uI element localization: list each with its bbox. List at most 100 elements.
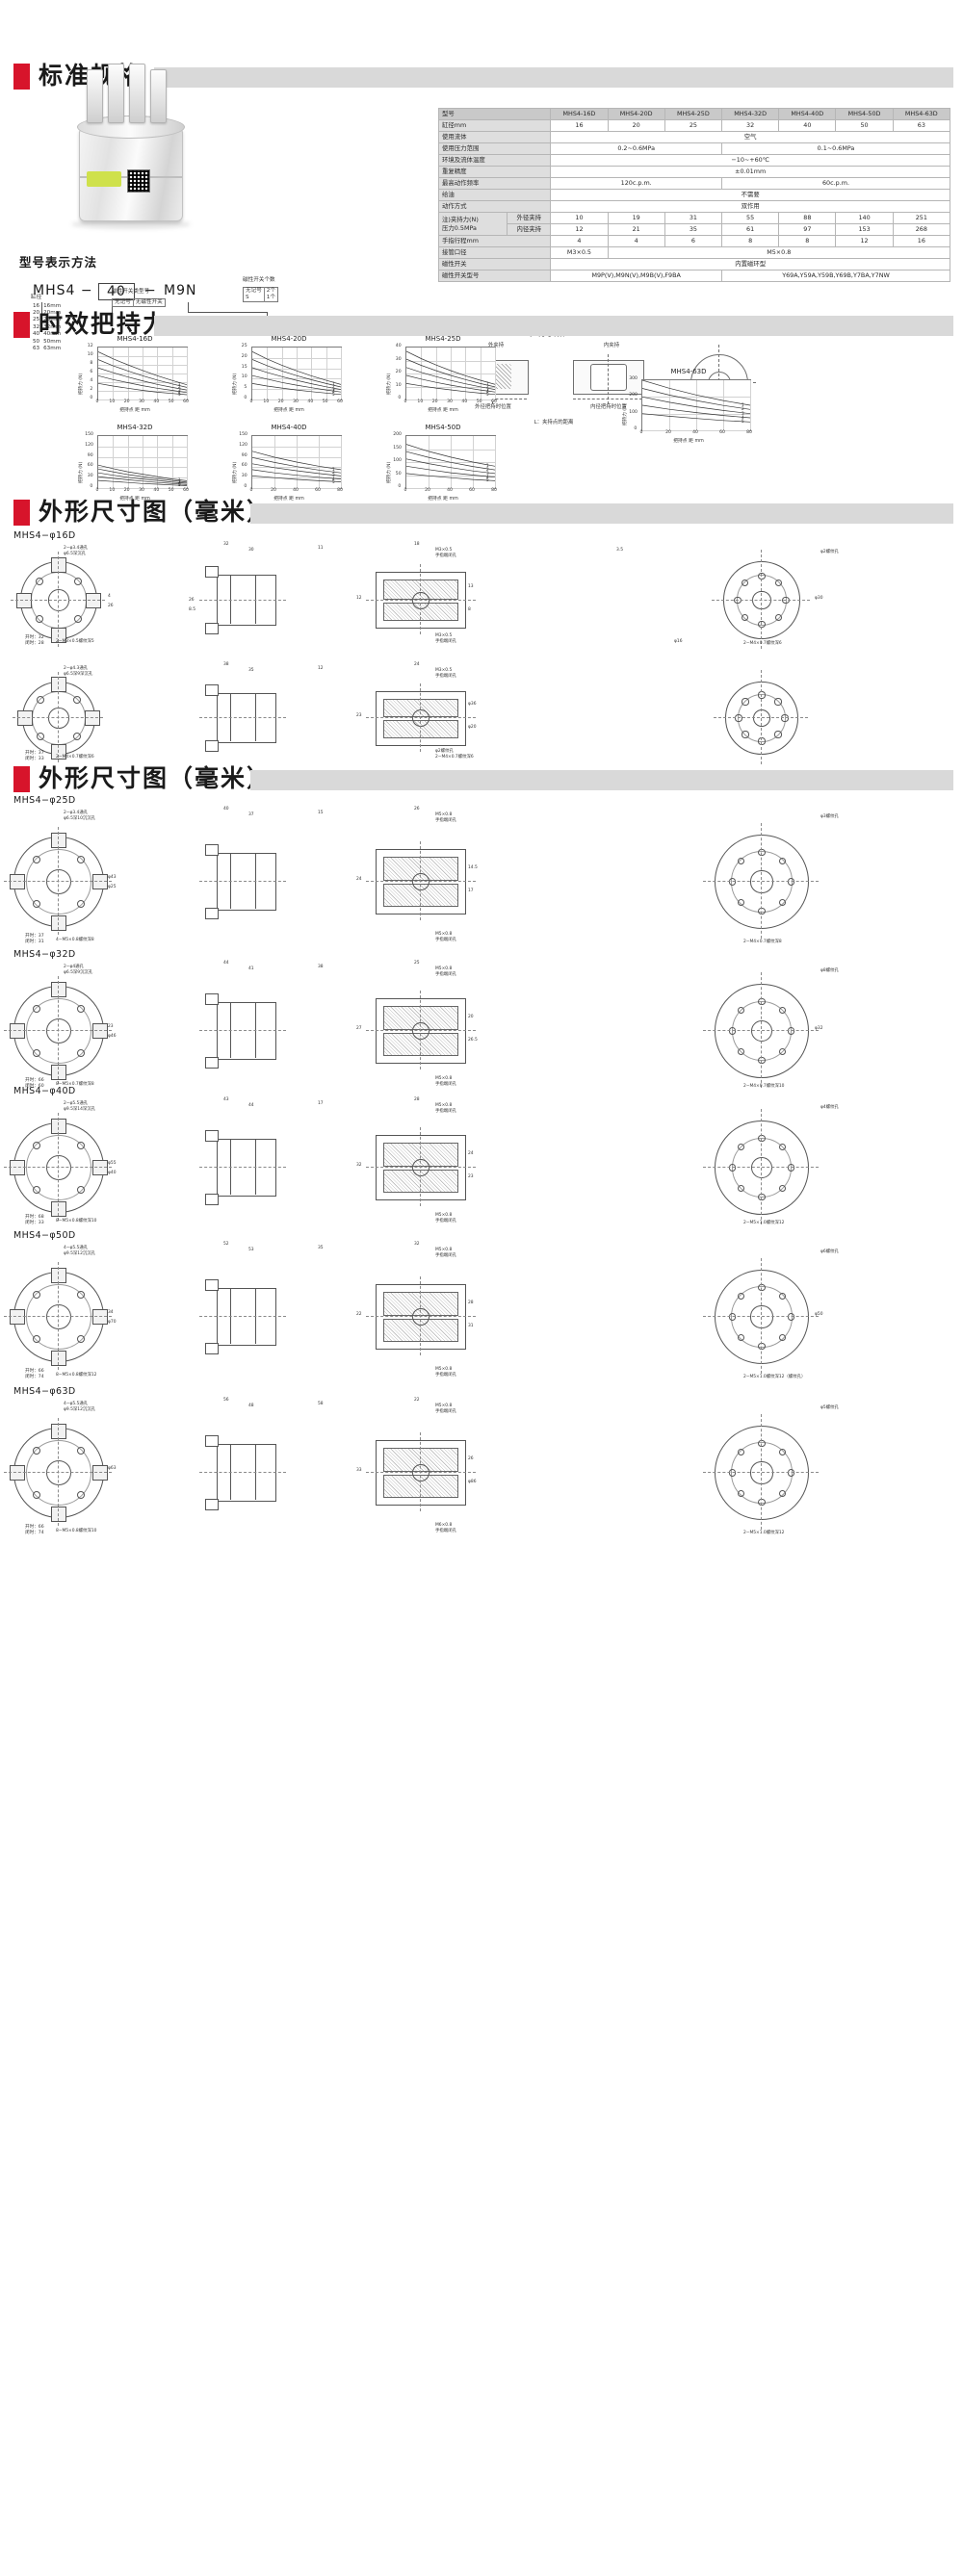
y-tick-label: 120 bbox=[85, 442, 93, 448]
drawing-note: M5×0.8 bbox=[435, 1103, 453, 1108]
table-cell: 内置磁环型 bbox=[550, 258, 950, 270]
y-tick-label: 30 bbox=[395, 356, 402, 362]
dimension-value: 26 bbox=[189, 597, 195, 603]
side-body-outline bbox=[217, 1288, 276, 1346]
dimension-value: φ50 bbox=[815, 1312, 823, 1317]
x-tick-label: 30 bbox=[139, 488, 144, 493]
table-cell: MHS4-20D bbox=[607, 108, 665, 120]
y-tick-label: 12 bbox=[87, 344, 93, 348]
end-view-tap-hole bbox=[737, 1490, 744, 1498]
drawing-note: 2−φ5.5通孔 bbox=[64, 1101, 89, 1106]
x-axis-label: 把持点 距 mm bbox=[119, 408, 150, 413]
table-row: 环境及流体温度−10~+60℃ bbox=[437, 154, 950, 167]
side-jaw-bottom bbox=[205, 1194, 219, 1205]
y-tick-label: 0 bbox=[244, 484, 247, 489]
chart-series-line bbox=[406, 451, 495, 471]
side-jaw-top bbox=[205, 1279, 219, 1291]
drawing-note: 手指端闭孔 bbox=[435, 938, 456, 942]
end-view-center-line-v bbox=[761, 972, 762, 1088]
gridline-h bbox=[98, 391, 187, 392]
end-view-center-line-v bbox=[761, 550, 762, 649]
force-row-label: 注)夹持力(N)压力0.5MPa bbox=[437, 212, 508, 236]
mounting-hole bbox=[36, 733, 44, 741]
series-index-label: 4 bbox=[486, 389, 489, 395]
drawing-model-label: MHS4−φ40D bbox=[13, 1086, 76, 1096]
gridline-h bbox=[642, 413, 750, 415]
y-tick-label: 150 bbox=[85, 432, 93, 437]
dimension-value: 15 bbox=[318, 811, 324, 815]
y-tick-label: 300 bbox=[629, 376, 638, 381]
mounting-hole bbox=[32, 900, 40, 909]
mounting-hole bbox=[77, 1004, 86, 1013]
grip-caption-inner: 内夹持 bbox=[603, 343, 620, 348]
drawing-note: 2−M5×1.0螺纹深12（螺纹孔） bbox=[743, 1375, 806, 1379]
y-tick-label: 0 bbox=[398, 484, 402, 489]
model-code-dash: − bbox=[144, 283, 157, 298]
y-axis-label: 把持力 (N) bbox=[79, 373, 84, 395]
mounting-hole bbox=[77, 1186, 86, 1195]
gridline-v bbox=[495, 348, 496, 399]
side-body-outline bbox=[217, 853, 276, 911]
mounting-hole bbox=[32, 1186, 40, 1195]
series-index-label: 3 bbox=[178, 479, 181, 485]
table-cell: MHS4-50D bbox=[835, 108, 894, 120]
x-tick-label: 0 bbox=[249, 399, 253, 404]
drawing-note: M5×0.8 bbox=[435, 1213, 453, 1218]
mounting-hole bbox=[77, 1335, 86, 1344]
chart-title: MHS4-16D bbox=[117, 335, 153, 343]
section-piston-bore bbox=[412, 873, 429, 890]
stroke-value: 32 bbox=[38, 635, 44, 640]
chart-series-line bbox=[406, 444, 495, 467]
x-tick-label: 20 bbox=[431, 399, 438, 404]
table-cell: 63 bbox=[892, 119, 951, 132]
center-line-v bbox=[58, 1418, 59, 1526]
end-view-tap-hole bbox=[737, 1184, 745, 1193]
drawing-note: 2−M5×1.0螺纹深12 bbox=[743, 1221, 785, 1225]
mounting-hole bbox=[73, 733, 82, 741]
qr-code bbox=[127, 169, 150, 193]
section-title-3: 外形尺寸图（毫米） bbox=[39, 498, 273, 526]
gripper-jaw bbox=[91, 1160, 108, 1175]
section-center-line bbox=[366, 599, 476, 601]
dimension-value: 24 bbox=[414, 662, 420, 667]
chart-title: MHS4-50D bbox=[425, 424, 461, 431]
table-row: 给油不需要 bbox=[437, 189, 950, 201]
end-view-center-line-h bbox=[703, 1167, 819, 1168]
x-tick-label: 40 bbox=[692, 430, 698, 435]
gridline-h bbox=[252, 399, 341, 400]
drawing-note: M3×0.5 bbox=[435, 548, 453, 553]
model-code-title: 型号表示方法 bbox=[19, 255, 98, 270]
drawing-note: 2−M3×0.5螺纹深5 bbox=[56, 639, 94, 644]
end-view-outline-circle bbox=[715, 835, 809, 929]
switch-count-code: S bbox=[243, 295, 265, 302]
series-index-label: 2 bbox=[178, 478, 181, 484]
stroke-value: 31 bbox=[38, 940, 44, 945]
dimension-value: 26.5 bbox=[468, 1038, 478, 1043]
series-index-label: 1 bbox=[332, 466, 335, 472]
dimension-value: 32 bbox=[414, 1242, 420, 1247]
gridline-h bbox=[642, 430, 750, 431]
end-view-tap-hole bbox=[775, 613, 783, 621]
x-tick-label: 0 bbox=[403, 399, 407, 404]
series-index-label: 3 bbox=[742, 410, 744, 416]
stroke-key: 闭时： bbox=[25, 641, 39, 647]
section-header-outline-2: 外形尺寸图（毫米） bbox=[0, 760, 963, 799]
gripper-jaw bbox=[51, 1064, 66, 1080]
model-code-switch-box: M9N bbox=[164, 283, 197, 298]
side-jaw-bottom bbox=[205, 739, 219, 752]
section-center-line bbox=[366, 1030, 476, 1031]
dimension-value: 13 bbox=[468, 583, 474, 589]
chart-series-svg bbox=[406, 350, 495, 396]
drawing-note: φ4螺纹孔 bbox=[820, 1105, 839, 1110]
y-tick-label: 20 bbox=[395, 370, 402, 374]
row-label: 动作方式 bbox=[437, 200, 552, 213]
gridline-h bbox=[98, 382, 187, 383]
row-label: 磁性开关型号 bbox=[437, 270, 552, 282]
mounting-hole bbox=[77, 1049, 86, 1058]
drawing-note: φ6螺纹孔 bbox=[820, 1249, 839, 1254]
